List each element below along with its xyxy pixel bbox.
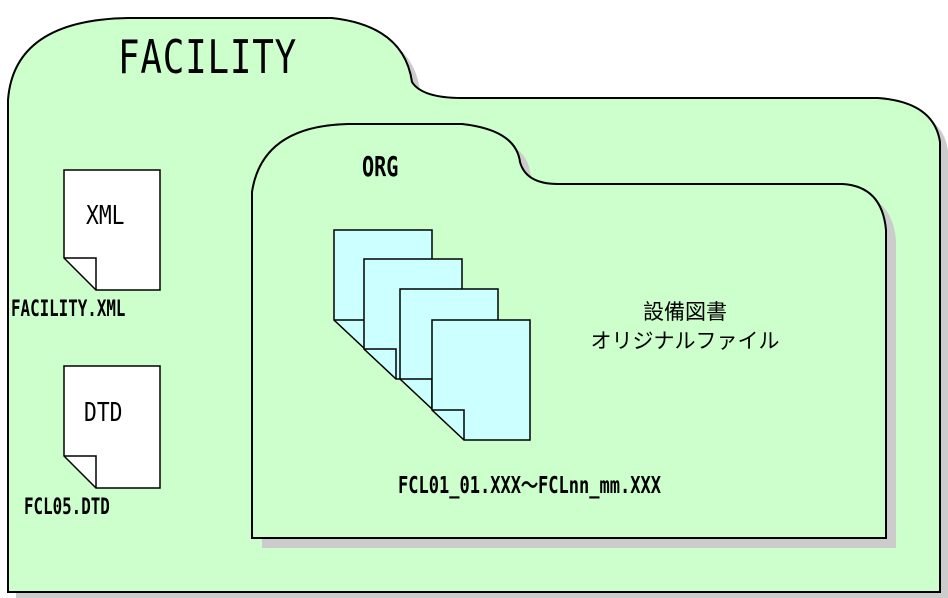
description-line-1: 設備図書 <box>643 300 727 324</box>
xml-file-name: FACILITY.XML <box>11 297 126 322</box>
org-folder-label: ORG <box>362 150 399 183</box>
original-files-range-label: FCL01_01.XXX～FCLnn_mm.XXX <box>398 473 661 499</box>
original-file-icon <box>431 319 531 441</box>
dtd-type-label: DTD <box>84 398 123 428</box>
description-line-2: オリジナルファイル <box>590 329 780 353</box>
org-folder <box>251 123 887 539</box>
xml-type-label: XML <box>86 201 125 231</box>
dtd-document-icon <box>63 365 161 489</box>
xml-document-icon <box>63 169 161 291</box>
dtd-file-name: FCL05.DTD <box>24 495 110 520</box>
original-files-description: 設備図書 オリジナルファイル <box>560 298 810 356</box>
facility-folder-label: FACILITY <box>118 30 298 84</box>
original-files-stack <box>333 229 531 441</box>
